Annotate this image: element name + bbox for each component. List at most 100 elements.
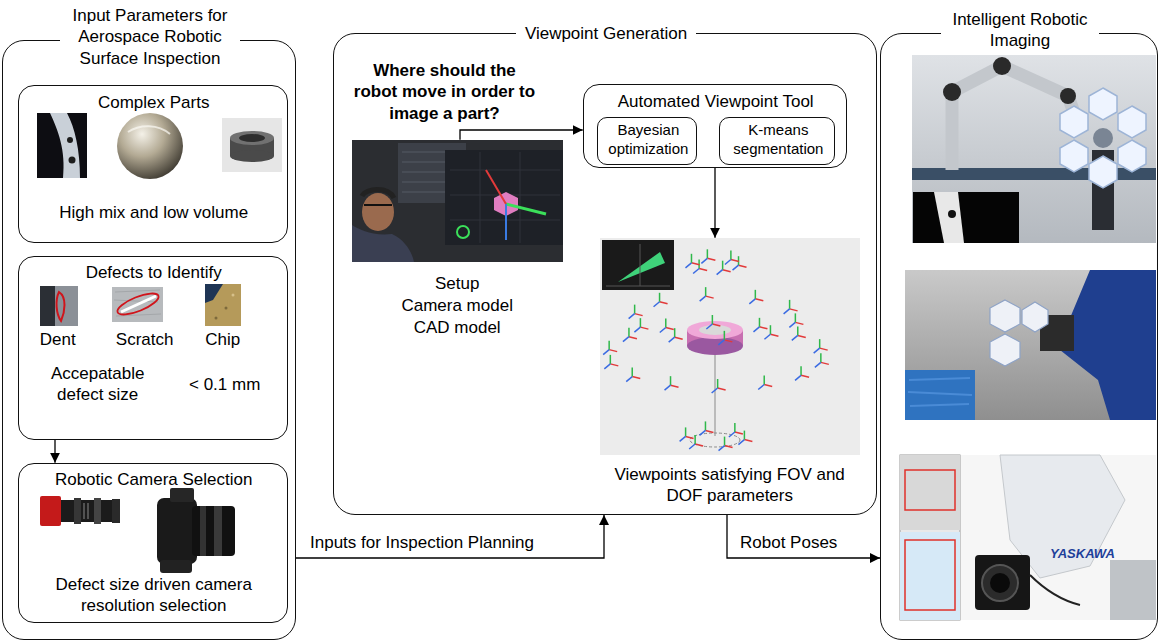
axis-line bbox=[712, 324, 720, 326]
setup-photo bbox=[362, 193, 394, 231]
yaskawa-robot-photo bbox=[982, 565, 1018, 601]
axis-line bbox=[629, 337, 637, 339]
viewpoint-render bbox=[600, 238, 860, 455]
parts-box: Complex PartsHigh mix and low volume bbox=[18, 85, 288, 243]
method-box: Bayesian optimization bbox=[597, 117, 697, 165]
node-text: Defects to Identify bbox=[19, 262, 289, 283]
axis-line bbox=[795, 313, 797, 322]
chip-photo bbox=[225, 307, 228, 310]
ring-part-render bbox=[222, 118, 282, 172]
chip-photo bbox=[205, 284, 241, 326]
dent-photo bbox=[40, 286, 78, 326]
ur-robot-photo bbox=[1089, 88, 1117, 120]
viewpoint-render bbox=[699, 325, 731, 335]
viewpoint-axes bbox=[784, 300, 798, 314]
axis-line bbox=[635, 314, 643, 316]
axis-line bbox=[674, 328, 676, 337]
viewpoint-render bbox=[603, 249, 829, 450]
ur-robot-photo bbox=[912, 55, 1156, 243]
method-box: K-means segmentation bbox=[719, 117, 835, 165]
axis-line bbox=[699, 268, 707, 270]
axis-line bbox=[705, 430, 713, 432]
dslr-camera bbox=[200, 506, 206, 556]
axis-line bbox=[608, 341, 610, 350]
axis-line bbox=[744, 431, 746, 440]
viewpoint-axes bbox=[660, 319, 674, 333]
axis-line bbox=[789, 322, 795, 327]
yaskawa-robot-photo bbox=[900, 455, 1156, 620]
axis-line bbox=[707, 249, 709, 258]
dslr-camera bbox=[170, 488, 194, 502]
edge-label: Robot Poses bbox=[740, 532, 850, 553]
question-text: Where should the robot move in order to … bbox=[351, 60, 538, 124]
axis-line bbox=[724, 340, 732, 342]
bracket-part-photo bbox=[50, 113, 80, 178]
viewpoint-axes bbox=[729, 423, 743, 437]
scratch-photo bbox=[121, 296, 156, 312]
panel-heading: Input Parameters for Aerospace Robotic S… bbox=[60, 5, 240, 69]
axis-line bbox=[792, 335, 798, 340]
chip-photo bbox=[205, 284, 241, 326]
viewpoint-figure: Viewpoints satisfying FOV and DOF parame… bbox=[600, 238, 860, 510]
viewpoint-axes bbox=[815, 353, 829, 367]
tool-box: Automated Viewpoint ToolBayesian optimiz… bbox=[583, 84, 847, 168]
node-text: K-means segmentation bbox=[720, 121, 836, 159]
chip-photo bbox=[205, 284, 223, 303]
axis-line bbox=[632, 377, 640, 379]
node-text: High mix and low volume bbox=[19, 202, 289, 223]
scratch-photo bbox=[115, 289, 161, 318]
axis-line bbox=[671, 385, 679, 387]
axis-line bbox=[820, 353, 822, 362]
viewpoint-axes bbox=[669, 328, 683, 342]
ring-part-render bbox=[230, 131, 274, 145]
axis-line bbox=[755, 290, 757, 299]
node-text: Scratch bbox=[110, 329, 180, 350]
axis-line bbox=[700, 296, 706, 301]
viewpoint-axes bbox=[701, 249, 715, 263]
axis-line bbox=[666, 328, 674, 330]
viewpoint-axes bbox=[654, 293, 668, 307]
viewpoint-axes bbox=[719, 437, 733, 451]
viewpoint-axes bbox=[749, 290, 763, 304]
axis-line bbox=[609, 350, 617, 352]
machine-vision-camera bbox=[74, 498, 81, 524]
setup-photo bbox=[457, 226, 469, 238]
axis-line bbox=[686, 436, 694, 438]
axis-line bbox=[795, 322, 803, 324]
ur-robot-photo bbox=[993, 57, 1011, 75]
industrial-robot-photo bbox=[905, 270, 1156, 420]
scratch-photo bbox=[112, 287, 163, 322]
axis-line bbox=[685, 427, 687, 436]
axis-line bbox=[717, 270, 723, 275]
ur-robot-photo bbox=[1118, 106, 1146, 138]
axis-line bbox=[733, 265, 739, 270]
machine-vision-camera bbox=[112, 499, 120, 523]
yaskawa-robot-photo bbox=[900, 455, 1156, 620]
dslr-camera bbox=[157, 488, 235, 573]
axis-line bbox=[685, 263, 691, 268]
viewpoint-axes bbox=[623, 328, 637, 342]
node-text: Bayesian optimization bbox=[598, 121, 698, 159]
viewpoint-axes bbox=[706, 315, 720, 329]
viewpoint-axes bbox=[753, 318, 767, 332]
bracket-part-photo bbox=[37, 113, 87, 178]
axis-line bbox=[770, 325, 772, 334]
viewpoint-axes bbox=[699, 421, 713, 435]
camera-box: Robotic Camera SelectionDefect size driv… bbox=[18, 463, 288, 623]
yaskawa-robot-photo bbox=[975, 555, 1030, 610]
axis-line bbox=[758, 384, 764, 389]
axis-line bbox=[770, 334, 778, 336]
viewpoint-render bbox=[687, 337, 743, 355]
axis-line bbox=[815, 362, 821, 367]
viewpoint-axes bbox=[718, 331, 732, 345]
node-text: Defect size driven camera resolution sel… bbox=[34, 574, 274, 617]
scratch-photo bbox=[112, 287, 163, 322]
axis-line bbox=[819, 339, 821, 348]
axis-line bbox=[789, 300, 791, 309]
industrial-robot-photo bbox=[990, 300, 1048, 366]
axis-line bbox=[797, 326, 799, 335]
dslr-camera bbox=[192, 506, 235, 556]
axis-line bbox=[749, 299, 755, 304]
metal-disc-photo bbox=[128, 126, 170, 134]
ur-robot-photo bbox=[1060, 88, 1146, 188]
